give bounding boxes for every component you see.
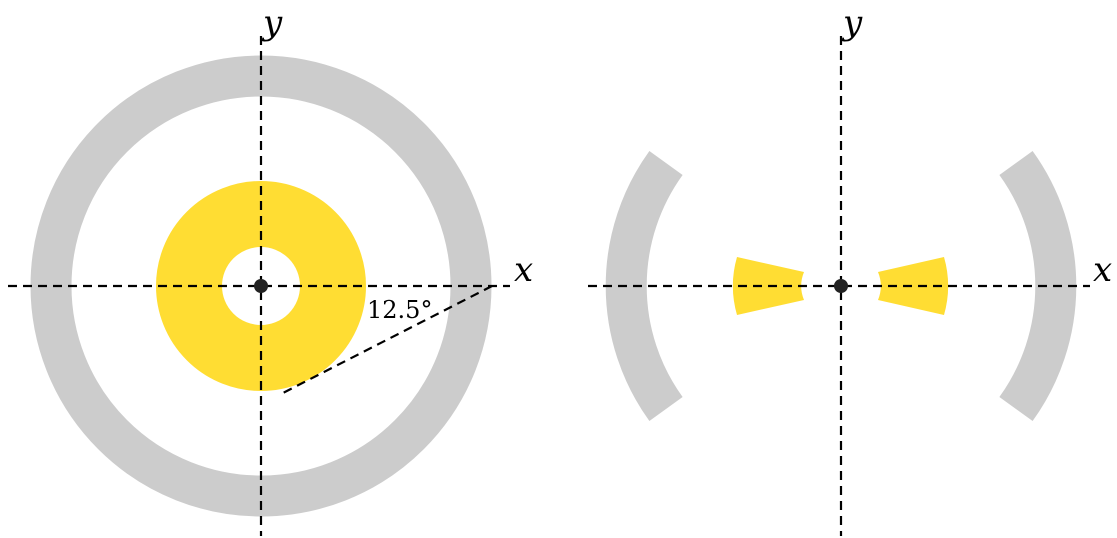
left-x-axis-label: x (514, 250, 533, 290)
right-outer-arc-left (605, 151, 683, 421)
right-origin-dot (834, 279, 848, 293)
right-x-axis-label: x (1093, 250, 1112, 290)
left-origin-dot (254, 279, 268, 293)
left-outer-ring (30, 55, 492, 517)
left-y-axis-label: y (261, 3, 283, 43)
right-outer-arc-right (999, 151, 1077, 421)
right-y-axis-label: y (841, 3, 863, 43)
left-angle-label: 12.5° (367, 296, 432, 324)
left-panel: x y 12.5° (8, 3, 533, 536)
right-panel: x y (588, 3, 1112, 536)
left-angle-ray (280, 285, 493, 395)
right-inner-sector-right (878, 257, 949, 315)
